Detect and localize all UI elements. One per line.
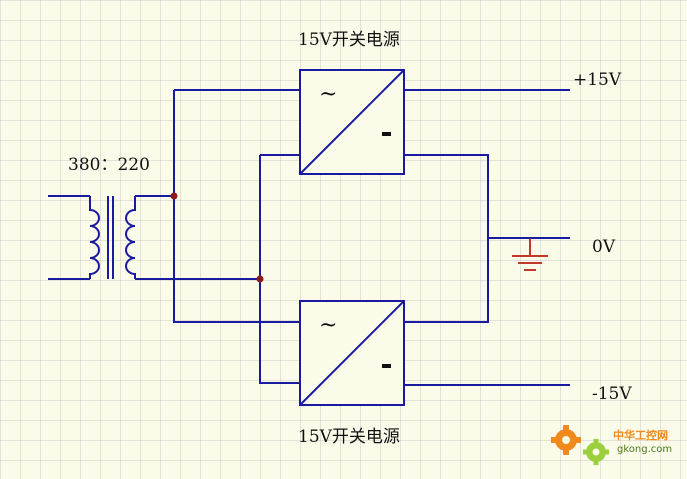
psu-top-ac-symbol: ~ <box>319 82 337 107</box>
output-positive-label: +15V <box>573 70 622 90</box>
watermark-url: gkong.com <box>617 444 672 455</box>
primary-coil <box>89 196 100 279</box>
wire-left-bus-1 <box>173 90 300 323</box>
secondary-coil <box>125 196 136 279</box>
ground-icon <box>512 238 548 271</box>
psu-top: ~ <box>299 69 405 175</box>
junction-dot-1 <box>170 192 178 200</box>
psu-top-title: 15V开关电源 <box>298 30 400 50</box>
output-zero-label: 0V <box>592 237 616 257</box>
psu-bottom: ~ <box>299 300 405 406</box>
psu-bottom-diagonal <box>299 300 405 406</box>
gear-icon-small <box>583 439 609 465</box>
psu-top-dc-symbol <box>382 132 391 136</box>
junction-dot-2 <box>256 275 264 283</box>
watermark-logo: 中华工控网 gkong.com <box>551 425 672 465</box>
wire-left-bus-2 <box>259 155 300 384</box>
psu-top-diagonal <box>299 69 405 175</box>
transformer <box>89 196 136 279</box>
psu-bottom-title: 15V开关电源 <box>298 427 400 447</box>
watermark-brand: 中华工控网 <box>613 428 668 442</box>
output-negative-label: -15V <box>592 384 632 404</box>
gear-icon <box>551 425 581 455</box>
transformer-ratio-label: 380：220 <box>68 155 150 175</box>
psu-bottom-ac-symbol: ~ <box>319 313 337 338</box>
psu-bottom-dc-symbol <box>382 364 391 368</box>
